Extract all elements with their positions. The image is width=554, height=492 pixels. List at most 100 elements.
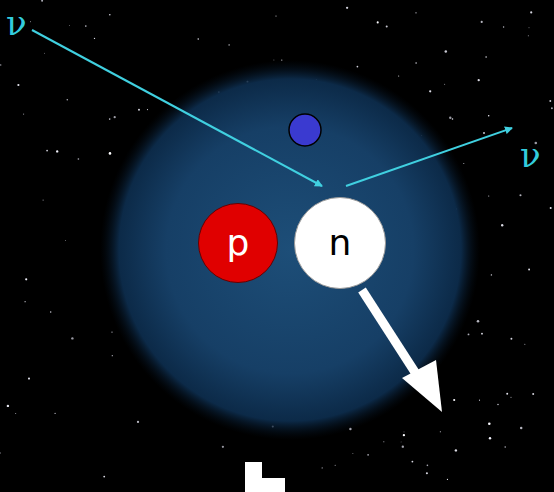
star xyxy=(449,117,451,119)
recoil-arrow-head xyxy=(402,360,442,412)
stars xyxy=(0,0,553,480)
star xyxy=(367,454,369,456)
neutron-recoil-arrow xyxy=(362,290,420,380)
star xyxy=(28,378,30,380)
star xyxy=(56,150,58,152)
star xyxy=(497,404,498,405)
star xyxy=(549,100,551,102)
star xyxy=(322,467,323,468)
star xyxy=(452,118,453,119)
star xyxy=(50,311,52,313)
star xyxy=(528,269,530,271)
star xyxy=(54,413,55,414)
star xyxy=(524,344,525,345)
star xyxy=(276,16,277,17)
star xyxy=(481,21,483,23)
star xyxy=(41,0,43,2)
star xyxy=(510,338,512,340)
star xyxy=(551,107,553,109)
star xyxy=(85,25,87,27)
star xyxy=(377,21,379,23)
star xyxy=(489,437,491,439)
star xyxy=(357,66,359,68)
star xyxy=(488,115,489,116)
star xyxy=(15,413,16,414)
star xyxy=(519,194,521,196)
star xyxy=(222,446,224,448)
star xyxy=(444,83,446,85)
star xyxy=(386,25,388,27)
star xyxy=(17,84,19,86)
star xyxy=(491,274,492,275)
star xyxy=(455,449,457,451)
star xyxy=(440,431,441,432)
star xyxy=(78,158,80,160)
incoming-neutrino-arrow xyxy=(32,30,322,186)
star xyxy=(69,25,71,27)
star xyxy=(402,446,404,448)
star xyxy=(532,393,534,395)
star xyxy=(25,278,27,280)
star xyxy=(463,163,464,164)
star xyxy=(30,21,32,23)
star xyxy=(103,476,105,478)
outgoing-neutrino-arrow xyxy=(346,128,512,186)
star xyxy=(520,427,523,430)
star xyxy=(447,479,448,480)
star xyxy=(43,200,44,201)
star xyxy=(346,7,348,9)
star xyxy=(137,421,139,423)
star xyxy=(485,56,486,57)
star xyxy=(25,301,26,302)
star xyxy=(112,355,113,356)
star xyxy=(483,132,485,134)
star xyxy=(65,240,67,242)
particle-label: p xyxy=(227,225,250,261)
star xyxy=(504,446,505,447)
deuteron-glow xyxy=(100,60,480,440)
star xyxy=(67,99,69,101)
star xyxy=(488,195,489,196)
star xyxy=(383,441,384,442)
star xyxy=(403,431,405,433)
star xyxy=(453,399,455,401)
electron-dot xyxy=(289,114,321,146)
star xyxy=(46,150,48,152)
neutrino-symbol: ν xyxy=(520,138,541,172)
star xyxy=(398,76,399,77)
star xyxy=(478,79,480,81)
star xyxy=(0,452,1,453)
cut-off-shape xyxy=(245,478,285,492)
proton-circle: p xyxy=(198,203,278,283)
star xyxy=(147,109,148,110)
particle-label: n xyxy=(329,225,352,261)
star xyxy=(109,118,111,120)
star xyxy=(94,38,95,39)
star xyxy=(503,26,504,27)
star xyxy=(510,397,511,398)
star xyxy=(530,11,532,13)
star xyxy=(138,109,140,111)
star xyxy=(403,434,405,436)
star xyxy=(415,12,416,13)
star xyxy=(550,207,552,209)
star xyxy=(114,116,116,118)
star xyxy=(477,320,480,323)
star xyxy=(445,50,447,52)
star xyxy=(427,464,429,466)
star xyxy=(109,14,111,16)
star xyxy=(506,393,508,395)
star xyxy=(400,441,402,443)
star xyxy=(415,62,416,63)
star xyxy=(479,400,480,401)
star xyxy=(109,152,112,155)
star xyxy=(335,465,336,466)
star xyxy=(501,224,503,226)
star xyxy=(481,333,483,335)
star xyxy=(429,90,431,92)
star xyxy=(411,461,413,463)
star xyxy=(228,44,229,45)
star xyxy=(111,331,112,332)
star xyxy=(426,472,428,474)
neutron-circle: n xyxy=(294,197,386,289)
